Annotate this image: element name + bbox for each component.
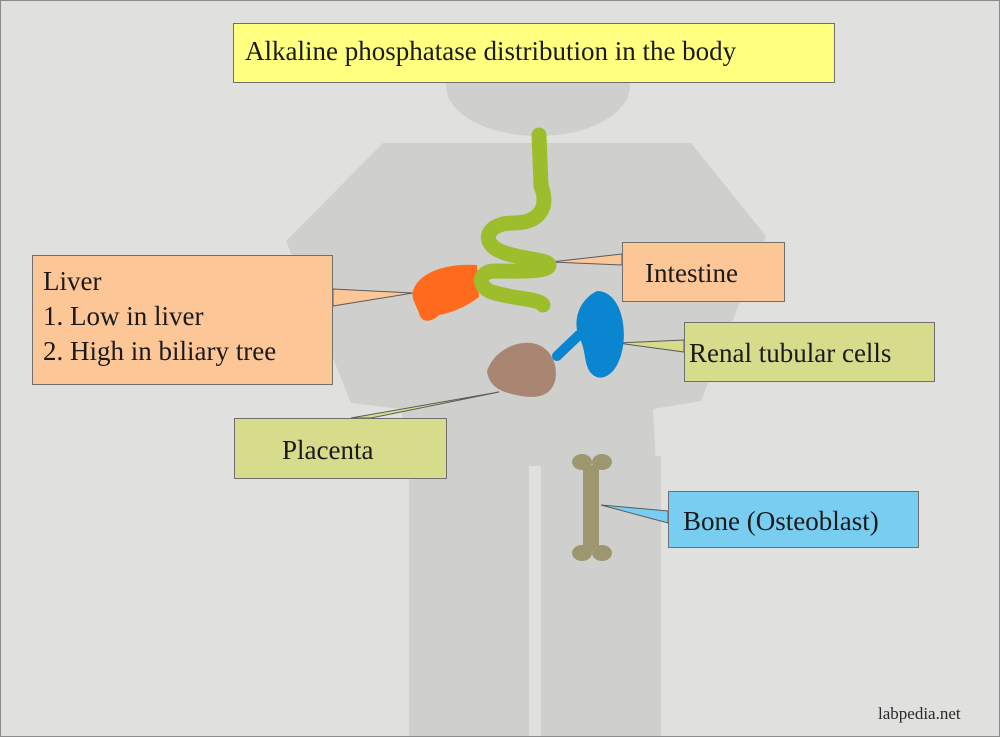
liver-label: Liver xyxy=(43,266,102,296)
diagram-title: Alkaline phosphatase distribution in the… xyxy=(233,23,835,83)
organs xyxy=(412,127,624,561)
bone-bottom-right-knob xyxy=(592,545,612,561)
kidney-ureter xyxy=(552,330,584,361)
intestine-label: Intestine xyxy=(622,242,785,302)
bone-top-left-knob xyxy=(572,454,592,470)
intestine-organ xyxy=(474,127,557,313)
placenta-organ xyxy=(487,342,556,397)
bone-shaft xyxy=(583,465,599,551)
kidney-organ xyxy=(576,291,624,378)
liver-label-box: Liver 1. Low in liver 2. High in biliary… xyxy=(32,255,333,385)
bone-organ xyxy=(572,454,612,561)
silhouette-left-leg xyxy=(409,456,529,736)
silhouette-right-leg xyxy=(541,456,661,736)
liver-note-low: 1. Low in liver xyxy=(43,301,204,331)
bone-bottom-left-knob xyxy=(572,545,592,561)
bone-top-right-knob xyxy=(592,454,612,470)
placenta-label: Placenta xyxy=(234,418,447,479)
liver-note-high: 2. High in biliary tree xyxy=(43,336,277,366)
liver-pointer xyxy=(332,288,414,307)
liver-organ xyxy=(412,264,479,321)
renal-label: Renal tubular cells xyxy=(684,322,935,382)
watermark: labpedia.net xyxy=(878,704,961,723)
bone-label: Bone (Osteoblast) xyxy=(668,491,919,548)
